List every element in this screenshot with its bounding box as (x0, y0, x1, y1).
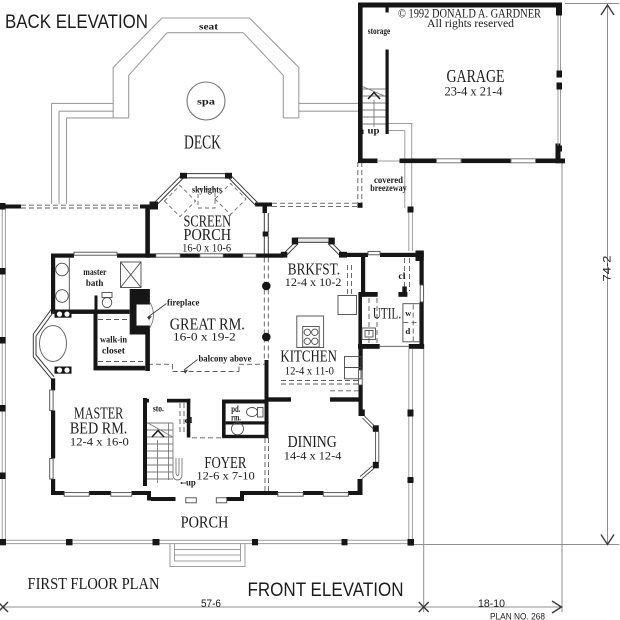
svg-text:cl: cl (398, 271, 406, 281)
svg-text:23-4 x 21-4: 23-4 x 21-4 (445, 85, 504, 99)
svg-text:balcony above: balcony above (198, 355, 251, 365)
svg-text:w: w (405, 308, 412, 318)
svg-text:PORCH: PORCH (184, 225, 232, 244)
svg-text:12-4 x 11-0: 12-4 x 11-0 (285, 363, 334, 377)
svg-text:fireplace: fireplace (167, 299, 199, 309)
svg-text:FIRST FLOOR PLAN: FIRST FLOOR PLAN (28, 574, 160, 593)
svg-text:FRONT ELEVATION: FRONT ELEVATION (248, 580, 404, 601)
svg-text:rm.: rm. (231, 413, 241, 423)
svg-text:18-10: 18-10 (478, 598, 505, 610)
svg-text:FOYER: FOYER (204, 453, 247, 472)
svg-text:closet: closet (102, 346, 126, 356)
svg-text:breezeway: breezeway (370, 184, 407, 194)
svg-text:14-4 x 12-4: 14-4 x 12-4 (284, 449, 342, 463)
svg-text:All rights reserved: All rights reserved (427, 16, 514, 30)
svg-text:57-6: 57-6 (201, 598, 221, 610)
svg-text:GREAT RM.: GREAT RM. (170, 314, 245, 333)
svg-text:seat: seat (199, 23, 219, 33)
svg-text:BED RM.: BED RM. (70, 418, 128, 437)
svg-text:BRKFST.: BRKFST. (288, 259, 340, 278)
svg-text:master: master (83, 268, 107, 278)
svg-text:walk-in: walk-in (100, 336, 128, 346)
svg-text:GARAGE: GARAGE (447, 66, 505, 86)
svg-text:DINING: DINING (288, 432, 337, 451)
svg-text:16-0 x 10-6: 16-0 x 10-6 (182, 240, 231, 254)
svg-text:UTIL.: UTIL. (373, 306, 401, 323)
svg-text:© 1992 DONALD A. GARDNER: © 1992 DONALD A. GARDNER (398, 7, 542, 21)
svg-text:cl: cl (185, 415, 194, 425)
svg-text:PORCH: PORCH (181, 513, 229, 532)
svg-text:12-4 x 16-0: 12-4 x 16-0 (70, 435, 129, 449)
svg-text:up: up (368, 127, 380, 137)
svg-text:pd.: pd. (231, 405, 240, 415)
svg-text:bath: bath (86, 279, 104, 289)
svg-text:16-0 x 19-2: 16-0 x 19-2 (173, 329, 236, 343)
svg-text:sto.: sto. (153, 404, 164, 414)
svg-text:storage: storage (368, 27, 391, 37)
svg-text:MASTER: MASTER (74, 403, 123, 422)
svg-text:BACK ELEVATION: BACK ELEVATION (5, 12, 148, 33)
svg-text:PLAN NO. 268: PLAN NO. 268 (490, 612, 545, 620)
svg-text:up: up (186, 477, 196, 487)
svg-text:DECK: DECK (184, 132, 221, 154)
svg-text:SCREEN: SCREEN (184, 212, 232, 231)
svg-text:12-4 x 10-2: 12-4 x 10-2 (285, 275, 342, 289)
svg-text:KITCHEN: KITCHEN (280, 347, 337, 366)
svg-text:skylights: skylights (192, 186, 222, 196)
svg-text:covered: covered (374, 176, 404, 186)
svg-text:d: d (405, 326, 410, 336)
svg-text:74-2: 74-2 (602, 256, 614, 282)
svg-text:spa: spa (197, 98, 215, 108)
svg-text:12-6 x 7-10: 12-6 x 7-10 (196, 469, 254, 483)
